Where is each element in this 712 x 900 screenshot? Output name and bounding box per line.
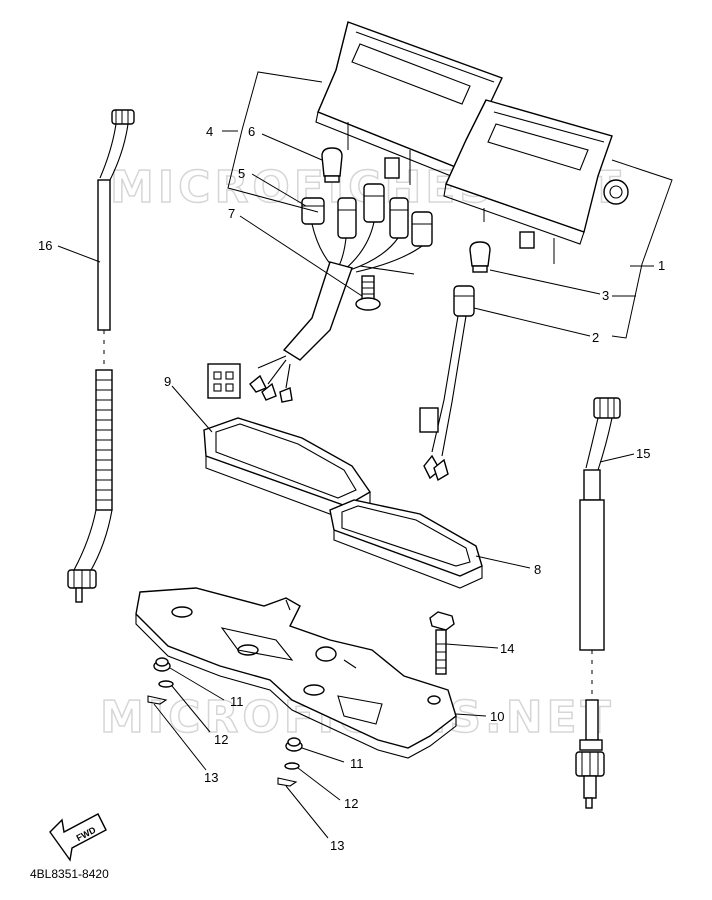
callout-7: 7 [228,206,235,221]
meter-assembly-right [443,99,629,264]
bracket-10 [135,587,457,759]
cable-15 [575,397,621,809]
callout-13-upper: 13 [204,770,218,785]
meter-assembly-left [315,21,503,185]
callout-16: 16 [38,238,52,253]
clip-13-upper [147,695,168,705]
callout-12-upper: 12 [214,732,228,747]
callout-9: 9 [164,374,171,389]
screw-7 [355,275,381,311]
socket-harness [207,183,433,403]
callout-11-upper: 11 [230,694,244,709]
callout-5: 5 [238,166,245,181]
callout-11-lower: 11 [350,756,364,771]
grommet-11-lower [285,737,303,752]
grommet-11-upper [153,657,171,672]
callout-3: 3 [602,288,609,303]
callout-15: 15 [636,446,650,461]
damper-8 [329,499,483,589]
callout-14: 14 [500,641,514,656]
clip-13-lower [277,777,298,787]
callout-12-lower: 12 [344,796,358,811]
bolt-14 [429,611,455,675]
callout-2: 2 [592,330,599,345]
callout-10: 10 [490,709,504,724]
washer-12-upper [158,680,174,688]
leader-lines [57,71,673,839]
socket-cord-2 [419,285,475,482]
callout-13-lower: 13 [330,838,344,853]
part-number: 4BL8351-8420 [30,867,109,881]
fwd-arrow-icon: FWD [49,813,107,862]
callout-8: 8 [534,562,541,577]
cable-16 [67,109,135,603]
callout-1: 1 [658,258,665,273]
bulb-3 [469,241,491,273]
washer-12-lower [284,762,300,770]
bulb-6 [321,147,343,183]
callout-labels: 4 6 5 7 1 3 2 16 15 9 8 14 10 11 12 13 1… [38,124,665,853]
callout-6: 6 [248,124,255,139]
callout-4: 4 [206,124,213,139]
